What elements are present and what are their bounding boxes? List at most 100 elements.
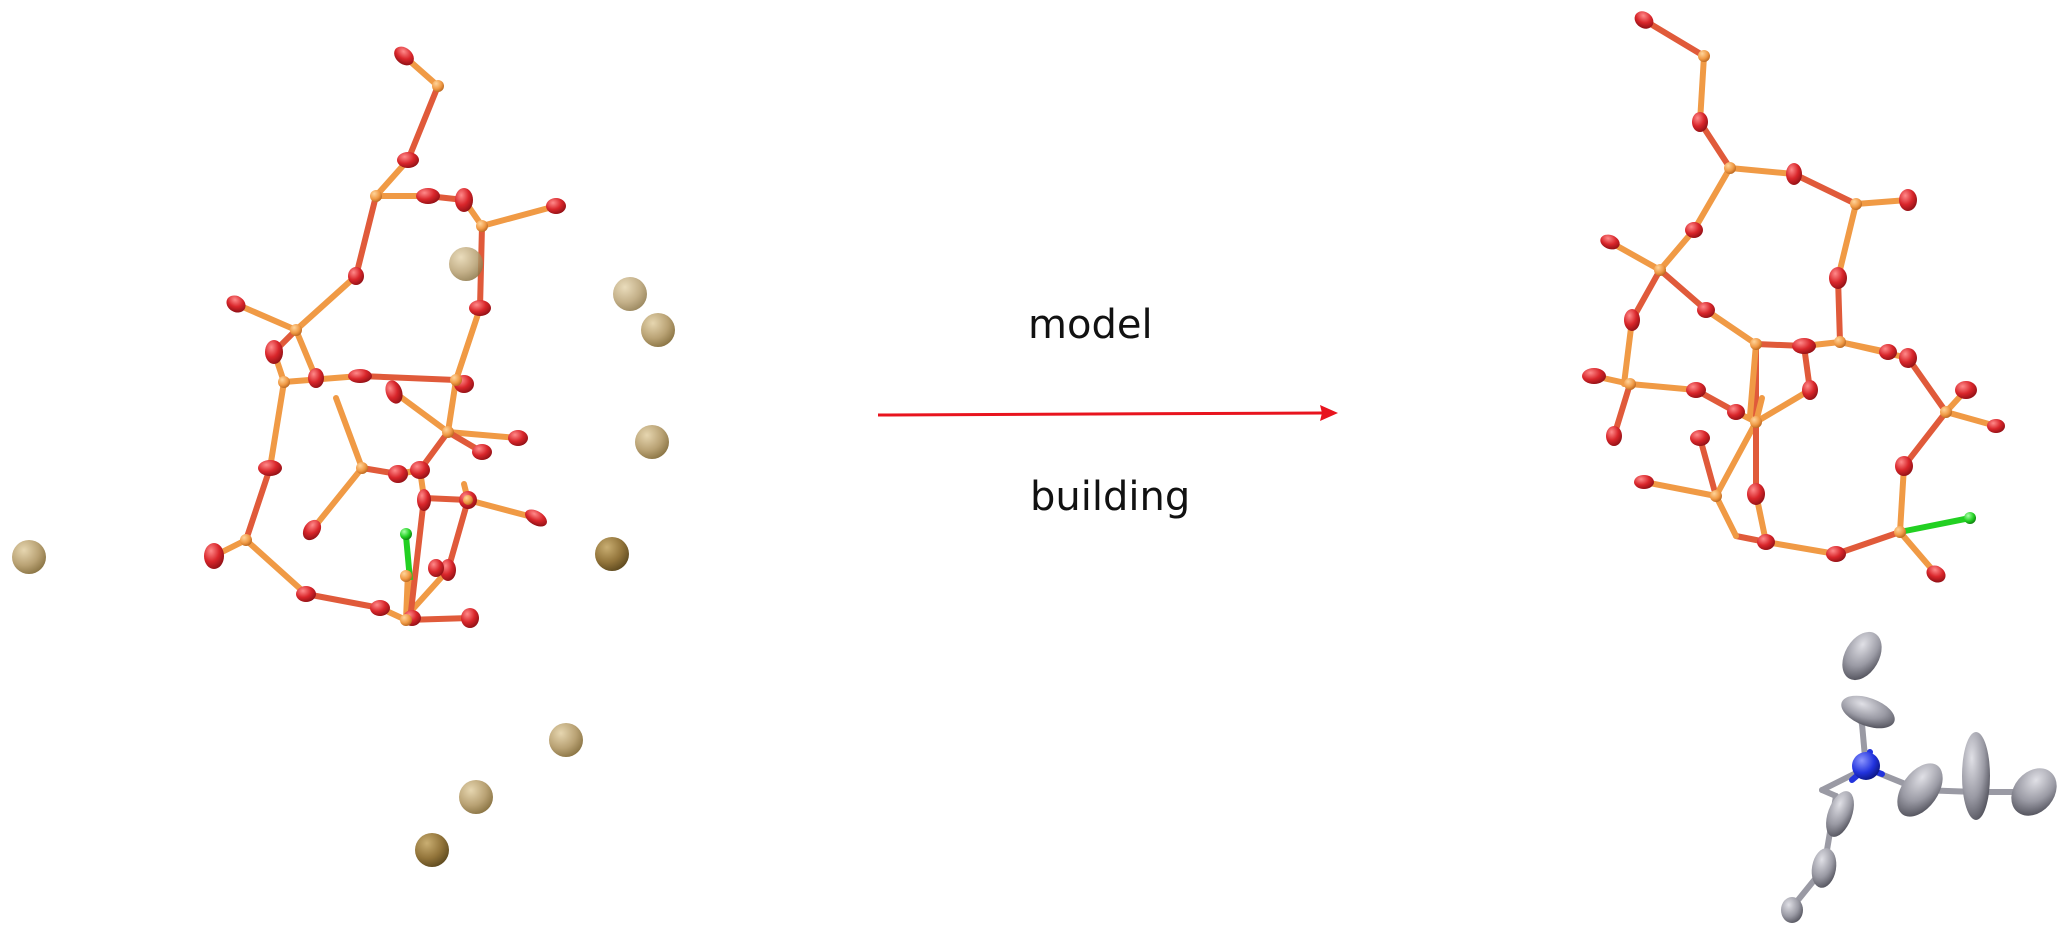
oxygen-atom — [1757, 534, 1775, 550]
phosphorus-atom — [442, 426, 454, 438]
oxygen-atom — [1697, 302, 1715, 318]
phosphorus-atom — [1850, 198, 1862, 210]
oxygen-atom — [525, 509, 547, 527]
cation-site — [459, 780, 493, 814]
phosphorus-atom — [1654, 264, 1666, 276]
oxygen-atom — [469, 300, 491, 316]
oxygen-atom — [1926, 565, 1946, 583]
oxygen-atom — [348, 369, 372, 383]
arrow-shaft — [877, 411, 1323, 417]
carbon-atom — [1826, 791, 1854, 837]
left-chlorine-atom — [400, 528, 412, 540]
oxygen-atom — [1686, 382, 1706, 398]
carbon-atom — [1841, 695, 1895, 729]
cation-site — [613, 277, 647, 311]
oxygen-atom — [1879, 344, 1897, 360]
oxygen-atom — [1606, 426, 1622, 446]
oxygen-atom — [416, 188, 440, 204]
oxygen-atom — [1802, 380, 1818, 400]
phosphorus-atom — [432, 80, 444, 92]
oxygen-atom — [1600, 234, 1620, 250]
phosphorus-atom — [450, 374, 462, 386]
ammonium-cation — [1781, 631, 2057, 923]
oxygen-atom — [348, 267, 364, 285]
phosphorus-atom — [1940, 406, 1952, 418]
oxygen-atom — [258, 460, 282, 476]
oxygen-atom — [226, 295, 246, 313]
oxygen-atom — [1987, 419, 2005, 433]
right-oxygen-atoms — [1582, 11, 2005, 583]
oxygen-atom — [296, 586, 316, 602]
oxygen-atom — [1792, 338, 1816, 354]
cation-site — [595, 537, 629, 571]
right-structure-bonds — [1591, 17, 1999, 577]
oxygen-atom — [455, 188, 473, 212]
oxygen-atom — [1582, 368, 1606, 384]
phosphorus-atom — [1750, 416, 1762, 428]
oxygen-atom — [472, 444, 492, 460]
oxygen-atom — [508, 430, 528, 446]
phosphorus-atom — [1750, 338, 1762, 350]
phosphorus-atom — [356, 462, 368, 474]
carbon-atom — [1842, 631, 1882, 681]
phosphorus-atom — [400, 570, 412, 582]
phosphorus-atom — [476, 220, 488, 232]
cation-site — [12, 540, 46, 574]
arrow-head — [1320, 405, 1338, 421]
oxygen-atom — [1727, 404, 1745, 420]
right-phosphorus-atoms — [1624, 50, 1952, 538]
phosphorus-atom — [1698, 50, 1710, 62]
cation-site — [549, 723, 583, 757]
oxygen-atom — [461, 608, 479, 628]
oxygen-atom — [1829, 267, 1847, 289]
carbon-atom — [1811, 848, 1837, 888]
oxygen-atom — [1826, 546, 1846, 562]
oxygen-atom — [428, 559, 444, 577]
phosphorus-atom — [240, 534, 252, 546]
phosphorus-atom — [400, 614, 412, 626]
phosphorus-atom — [463, 495, 473, 505]
oxygen-atom — [302, 519, 322, 541]
carbon-atom — [1897, 763, 1943, 817]
oxygen-atom — [546, 198, 566, 214]
oxygen-atom — [1899, 189, 1917, 211]
oxygen-atom — [440, 559, 456, 581]
arrow-label-model: model — [1028, 302, 1153, 348]
oxygen-atom — [410, 461, 430, 479]
oxygen-atom — [204, 543, 224, 569]
cation-site — [641, 313, 675, 347]
oxygen-atom — [1692, 112, 1708, 132]
phosphorus-atom — [370, 190, 382, 202]
phosphorus-atom — [278, 376, 290, 388]
phosphorus-atom — [1710, 490, 1722, 502]
cation-site — [449, 247, 483, 281]
carbon-atom — [2011, 768, 2057, 816]
carbon-atom — [1781, 897, 1803, 923]
oxygen-atom — [1786, 163, 1802, 185]
oxygen-atom — [1634, 11, 1654, 29]
left-phosphorus-atoms — [240, 80, 488, 626]
phosphorus-atom — [290, 324, 302, 336]
oxygen-atom — [1895, 456, 1913, 476]
oxygen-atom — [1685, 222, 1703, 238]
oxygen-atom — [1634, 475, 1654, 489]
oxygen-atom — [1955, 381, 1977, 399]
oxygen-atom — [388, 465, 408, 483]
oxygen-atom — [385, 380, 403, 404]
cation-site — [635, 425, 669, 459]
oxygen-atom — [1899, 348, 1917, 368]
left-cation-sites — [12, 247, 675, 867]
phosphorus-atom — [1834, 336, 1846, 348]
oxygen-atom — [308, 368, 324, 388]
right-chlorine-atom — [1964, 512, 1976, 524]
arrow-label-building: building — [1030, 474, 1191, 520]
transformation-arrow — [877, 405, 1338, 421]
nitrogen-atom — [1852, 752, 1880, 780]
oxygen-atom — [265, 340, 283, 364]
oxygen-atom — [397, 152, 419, 168]
oxygen-atom — [370, 600, 390, 616]
oxygen-atom — [1747, 483, 1765, 505]
phosphorus-atom — [1624, 378, 1636, 390]
phosphorus-atom — [1894, 526, 1906, 538]
